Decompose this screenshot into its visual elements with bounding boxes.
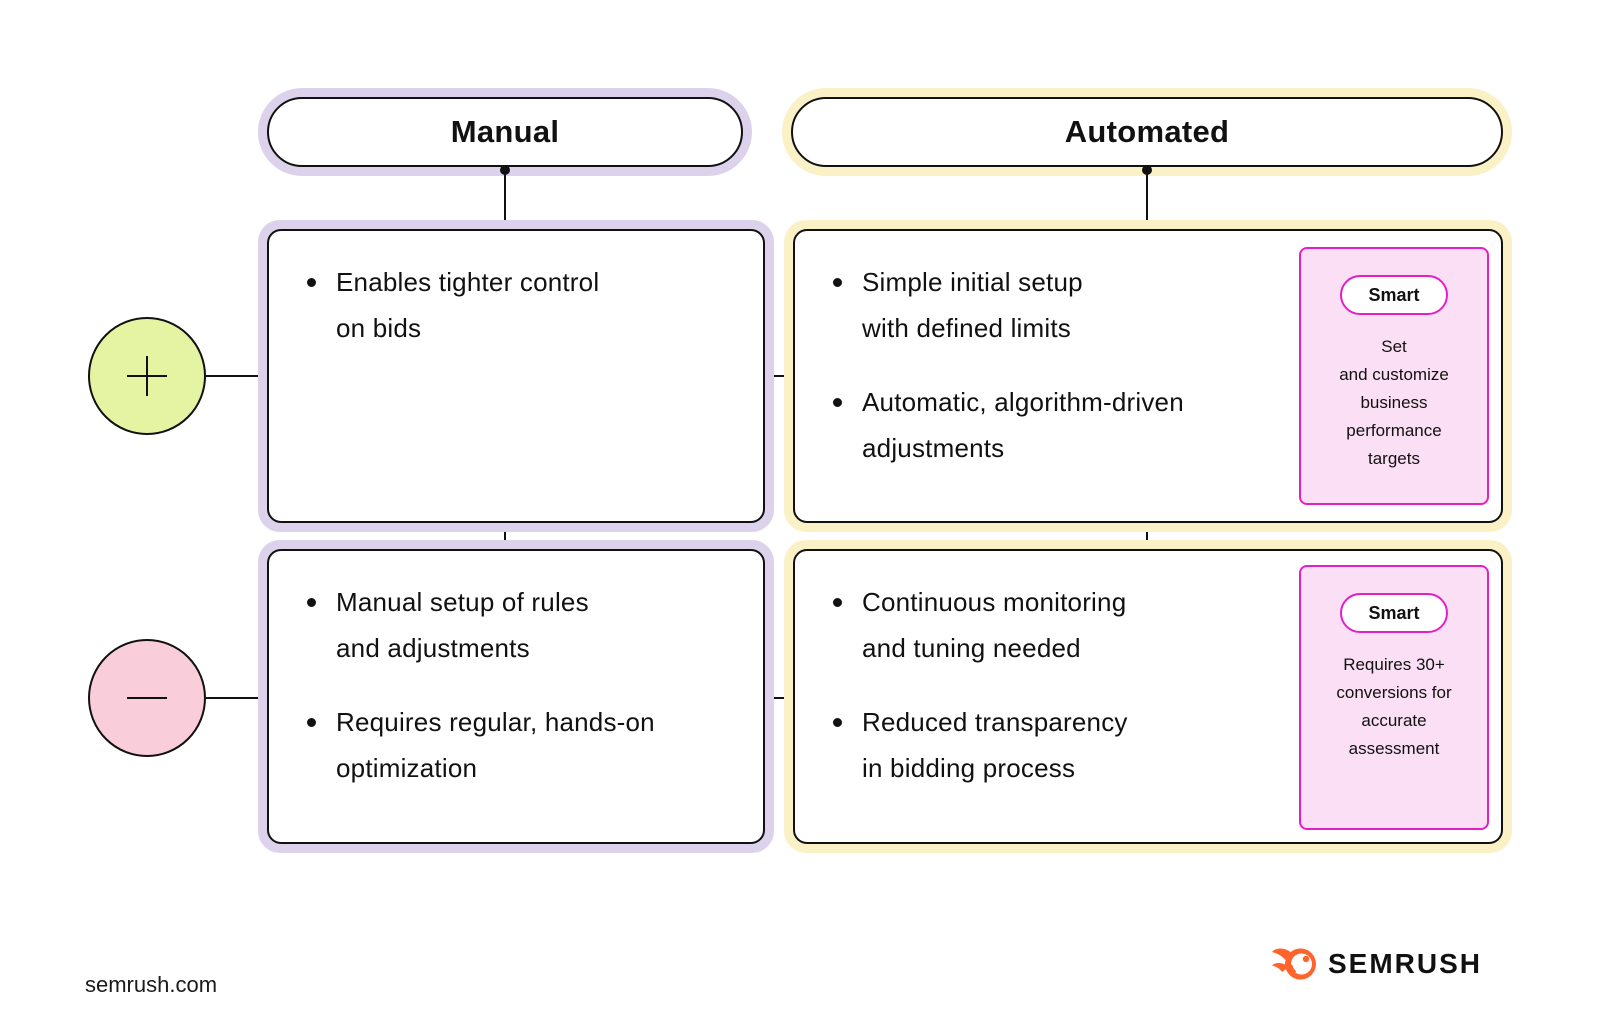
- bullet-line: Reduced transparency: [862, 707, 1128, 737]
- manual-stem-line: [504, 174, 506, 220]
- semrush-flame-ball-icon: [1272, 948, 1316, 980]
- bullet-icon: [833, 598, 842, 607]
- smart-note-line: performance: [1346, 421, 1442, 440]
- automated-cons-box: Continuous monitoring and tuning needed R…: [784, 540, 1512, 853]
- manual-header-pill: Manual: [258, 88, 752, 176]
- smart-note-line: and customize: [1339, 365, 1449, 384]
- list-item: Simple initial setup with defined limits: [833, 259, 1273, 351]
- list-item: Requires regular, hands-on optimization: [307, 699, 743, 791]
- smart-badge: Smart: [1340, 593, 1448, 633]
- manual-gap-connector-line: [504, 531, 506, 541]
- bullet-line: with defined limits: [862, 313, 1071, 343]
- automated-stem-line: [1146, 174, 1148, 220]
- smart-note-text: Set and customize business performance t…: [1339, 333, 1449, 473]
- manual-pros-box-inner: Enables tighter control on bids: [267, 229, 765, 523]
- bullet-line: Enables tighter control: [336, 267, 600, 297]
- site-url: semrush.com: [85, 972, 218, 997]
- smart-note-text: Requires 30+ conversions for accurate as…: [1336, 651, 1451, 763]
- bullet-line: Requires regular, hands-on: [336, 707, 655, 737]
- smart-note-line: assessment: [1348, 739, 1440, 758]
- manual-cons-box-inner: Manual setup of rules and adjustments Req…: [267, 549, 765, 844]
- pros-connector-line: [206, 375, 258, 377]
- bullet-text: Reduced transparency in bidding process: [862, 699, 1128, 791]
- list-item: Reduced transparency in bidding process: [833, 699, 1273, 791]
- pros-mid-connector-line: [772, 375, 784, 377]
- list-item: Continuous monitoring and tuning needed: [833, 579, 1273, 671]
- smart-note-line: conversions for: [1336, 683, 1452, 702]
- bullet-icon: [307, 598, 316, 607]
- automated-header-pill: Automated: [782, 88, 1512, 176]
- bullet-line: Continuous monitoring: [862, 587, 1127, 617]
- smart-note-line: targets: [1368, 449, 1420, 468]
- bullet-line: Simple initial setup: [862, 267, 1083, 297]
- list-item: Manual setup of rules and adjustments: [307, 579, 743, 671]
- smart-note-line: Requires 30+: [1343, 655, 1445, 674]
- list-item: Enables tighter control on bids: [307, 259, 743, 351]
- bullet-line: adjustments: [862, 433, 1005, 463]
- smart-note-line: Set: [1381, 337, 1407, 356]
- bullet-line: in bidding process: [862, 753, 1076, 783]
- cons-circle: [88, 639, 206, 757]
- smart-badge: Smart: [1340, 275, 1448, 315]
- smart-note-pros: Smart Set and customize business perform…: [1299, 247, 1489, 505]
- bullet-icon: [833, 718, 842, 727]
- bullet-line: on bids: [336, 313, 422, 343]
- smart-note-cons: Smart Requires 30+ conversions for accur…: [1299, 565, 1489, 830]
- bullet-text: Simple initial setup with defined limits: [862, 259, 1083, 351]
- bullet-icon: [833, 278, 842, 287]
- list-item: Automatic, algorithm-driven adjustments: [833, 379, 1273, 471]
- pros-circle: [88, 317, 206, 435]
- bullet-line: and tuning needed: [862, 633, 1081, 663]
- bullet-icon: [307, 718, 316, 727]
- manual-stem-dot: [500, 165, 510, 175]
- cons-mid-connector-line: [772, 697, 784, 699]
- bullet-line: and adjustments: [336, 633, 530, 663]
- bullet-text: Continuous monitoring and tuning needed: [862, 579, 1126, 671]
- cons-connector-line: [206, 697, 258, 699]
- bullet-text: Automatic, algorithm-driven adjustments: [862, 379, 1184, 471]
- bullet-text: Manual setup of rules and adjustments: [336, 579, 589, 671]
- bullet-text: Enables tighter control on bids: [336, 259, 599, 351]
- bullet-icon: [833, 398, 842, 407]
- semrush-logo: SEMRUSH: [1272, 944, 1482, 984]
- bullet-line: Manual setup of rules: [336, 587, 589, 617]
- automated-header-label: Automated: [791, 97, 1503, 167]
- manual-header-label: Manual: [267, 97, 743, 167]
- bullet-icon: [307, 278, 316, 287]
- automated-stem-dot: [1142, 165, 1152, 175]
- automated-cons-box-inner: Continuous monitoring and tuning needed R…: [793, 549, 1503, 844]
- automated-gap-connector-line: [1146, 531, 1148, 541]
- bullet-line: Automatic, algorithm-driven: [862, 387, 1184, 417]
- plus-icon: [146, 356, 148, 396]
- bullet-text: Requires regular, hands-on optimization: [336, 699, 655, 791]
- minus-icon: [127, 697, 167, 699]
- smart-note-line: business: [1360, 393, 1428, 412]
- bullet-line: optimization: [336, 753, 478, 783]
- brand-wordmark: SEMRUSH: [1328, 948, 1483, 979]
- manual-cons-box: Manual setup of rules and adjustments Req…: [258, 540, 774, 853]
- smart-note-line: accurate: [1361, 711, 1427, 730]
- manual-pros-box: Enables tighter control on bids: [258, 220, 774, 532]
